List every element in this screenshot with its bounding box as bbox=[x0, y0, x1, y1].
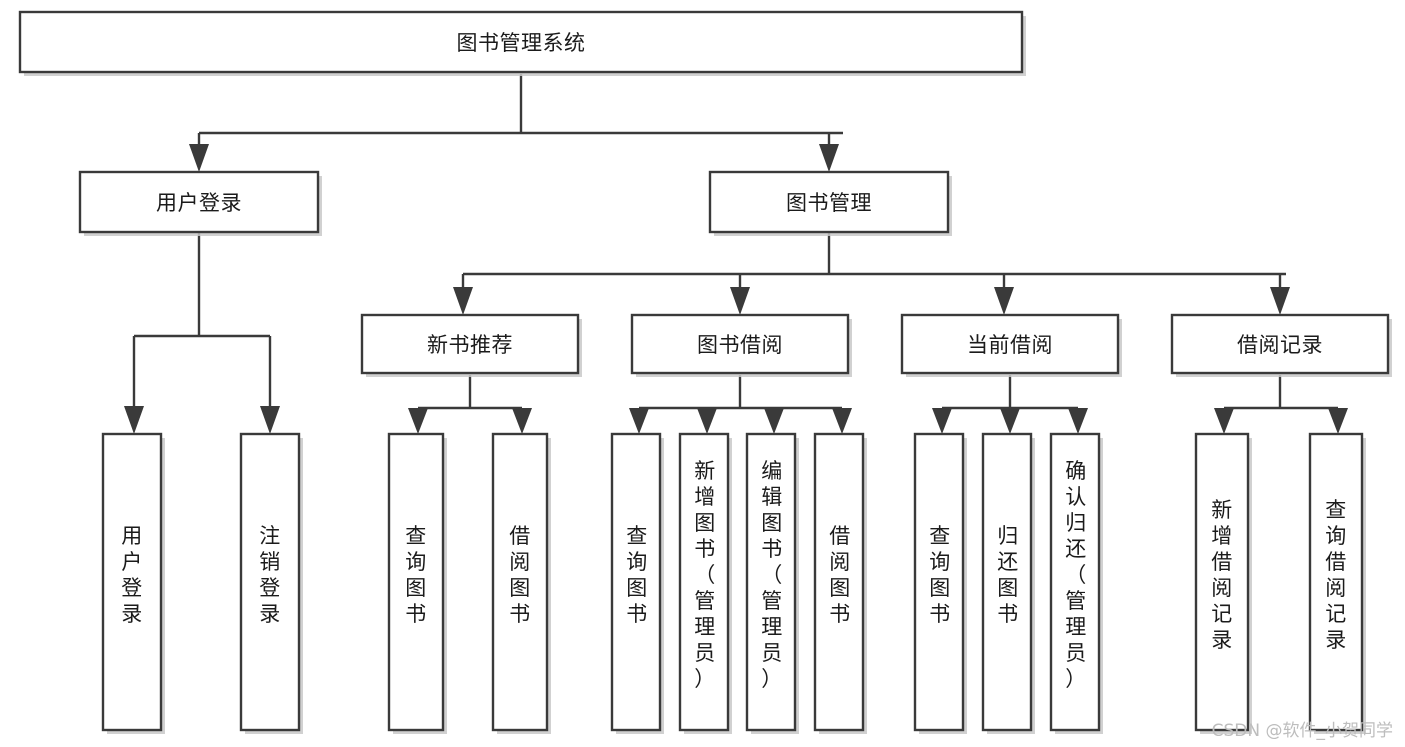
leaf-bookborrow-query-label: 查询图书 bbox=[626, 524, 648, 626]
node-book-borrow[interactable]: 图书借阅 bbox=[630, 313, 852, 377]
leaf-borrowrecord-add-label: 新增借阅记录 bbox=[1211, 498, 1233, 652]
arrow-head-user-login bbox=[189, 144, 209, 172]
leaf-node[interactable]: 新增图书（管理员） bbox=[678, 432, 732, 734]
leaf-borrowrecord-add-box[interactable] bbox=[1194, 432, 1250, 732]
node-current-borrow[interactable]: 当前借阅 bbox=[900, 313, 1122, 377]
leaf-currentborrow-query-box[interactable] bbox=[913, 432, 965, 732]
node-root[interactable]: 图书管理系统 bbox=[18, 10, 1026, 76]
arrow-head-bookborrow-leaf-1 bbox=[629, 408, 649, 434]
leaf-bookborrow-edit-box[interactable] bbox=[745, 432, 797, 732]
leaf-newbook-borrow-box[interactable] bbox=[491, 432, 549, 732]
arrow-head-borrowrecord-leaf-1 bbox=[1214, 408, 1234, 434]
arrow-head-borrowrecord-leaf-2 bbox=[1328, 408, 1348, 434]
node-user-login-label: 用户登录 bbox=[156, 191, 242, 215]
leaf-currentborrow-return-label: 归还图书 bbox=[997, 524, 1019, 626]
node-borrow-record[interactable]: 借阅记录 bbox=[1170, 313, 1392, 377]
leaf-bookborrow-add-label: 新增图书（管理员） bbox=[694, 459, 716, 691]
node-user-login-box[interactable] bbox=[78, 170, 320, 234]
arrow-head-book-manage bbox=[819, 144, 839, 172]
leaf-logout-box[interactable] bbox=[239, 432, 301, 732]
leaf-currentborrow-query-label: 查询图书 bbox=[929, 524, 951, 626]
leaf-node[interactable]: 借阅图书 bbox=[491, 432, 551, 734]
node-new-book-recommend[interactable]: 新书推荐 bbox=[360, 313, 582, 377]
node-new-book-recommend-label: 新书推荐 bbox=[427, 333, 513, 357]
leaf-borrowrecord-query-label: 查询借阅记录 bbox=[1325, 498, 1347, 652]
leaf-node[interactable]: 借阅图书 bbox=[813, 432, 867, 734]
arrow-head-bookborrow-leaf-2 bbox=[697, 408, 717, 434]
leaf-node[interactable]: 查询借阅记录 bbox=[1308, 432, 1366, 734]
leaf-bookborrow-borrow-box[interactable] bbox=[813, 432, 865, 732]
leaf-node[interactable]: 编辑图书（管理员） bbox=[745, 432, 799, 734]
node-book-borrow-box[interactable] bbox=[630, 313, 850, 375]
arrow-head-newbook-leaf-2 bbox=[512, 408, 532, 434]
node-borrow-record-label: 借阅记录 bbox=[1237, 333, 1323, 357]
arrow-head-new-book bbox=[453, 287, 473, 315]
arrow-head-newbook-leaf-1 bbox=[408, 408, 428, 434]
leaf-currentborrow-return-box[interactable] bbox=[981, 432, 1033, 732]
leaf-bookborrow-add-box[interactable] bbox=[678, 432, 730, 732]
node-current-borrow-label: 当前借阅 bbox=[967, 333, 1053, 357]
leaf-logout-label: 注销登录 bbox=[259, 524, 281, 626]
node-root-label: 图书管理系统 bbox=[457, 31, 586, 55]
arrow-head-currentborrow-leaf-2 bbox=[1000, 408, 1020, 434]
node-book-borrow-label: 图书借阅 bbox=[697, 333, 783, 357]
arrow-head-currentborrow-leaf-1 bbox=[932, 408, 952, 434]
arrow-head-book-borrow bbox=[730, 287, 750, 315]
leaf-node[interactable]: 注销登录 bbox=[239, 432, 303, 734]
leaf-bookborrow-query-box[interactable] bbox=[610, 432, 662, 732]
node-borrow-record-box[interactable] bbox=[1170, 313, 1390, 375]
leaf-newbook-query-label: 查询图书 bbox=[405, 524, 427, 626]
leaf-node[interactable]: 查询图书 bbox=[610, 432, 664, 734]
leaf-newbook-borrow-label: 借阅图书 bbox=[509, 524, 531, 626]
leaf-bookborrow-edit-label: 编辑图书（管理员） bbox=[761, 459, 783, 691]
node-book-manage-box[interactable] bbox=[708, 170, 950, 234]
arrow-head-current-borrow bbox=[994, 287, 1014, 315]
node-root-box[interactable] bbox=[18, 10, 1024, 74]
node-book-manage[interactable]: 图书管理 bbox=[708, 170, 952, 236]
arrow-head-bookborrow-leaf-4 bbox=[832, 408, 852, 434]
connector-layer bbox=[124, 74, 1348, 434]
leaf-bookborrow-borrow-label: 借阅图书 bbox=[829, 524, 851, 626]
node-new-book-recommend-box[interactable] bbox=[360, 313, 580, 375]
arrow-head-leaf-user-login bbox=[124, 406, 144, 434]
node-current-borrow-box[interactable] bbox=[900, 313, 1120, 375]
leaf-node[interactable]: 查询图书 bbox=[913, 432, 967, 734]
leaf-user-login-label: 用户登录 bbox=[121, 524, 143, 626]
leaf-borrowrecord-query-box[interactable] bbox=[1308, 432, 1364, 732]
arrow-head-currentborrow-leaf-3 bbox=[1068, 408, 1088, 434]
arrow-head-borrow-record bbox=[1270, 287, 1290, 315]
leaf-node[interactable]: 新增借阅记录 bbox=[1194, 432, 1252, 734]
leaf-newbook-query-box[interactable] bbox=[387, 432, 445, 732]
node-book-manage-label: 图书管理 bbox=[786, 191, 872, 215]
leaf-node[interactable]: 用户登录 bbox=[101, 432, 165, 734]
leaf-currentborrow-confirm-box[interactable] bbox=[1049, 432, 1101, 732]
leaf-node[interactable]: 查询图书 bbox=[387, 432, 447, 734]
leaf-node[interactable]: 确认归还（管理员） bbox=[1049, 432, 1103, 734]
leaf-node[interactable]: 归还图书 bbox=[981, 432, 1035, 734]
leaf-currentborrow-confirm-label: 确认归还（管理员） bbox=[1065, 459, 1087, 691]
node-user-login[interactable]: 用户登录 bbox=[78, 170, 322, 236]
arrow-head-leaf-logout bbox=[260, 406, 280, 434]
arrow-head-bookborrow-leaf-3 bbox=[764, 408, 784, 434]
leaf-user-login-box[interactable] bbox=[101, 432, 163, 732]
